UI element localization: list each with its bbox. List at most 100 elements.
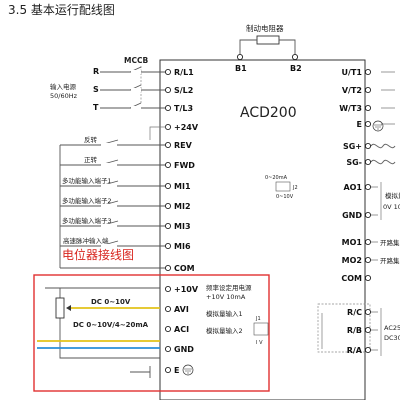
terminal-right-v-t2	[364, 86, 372, 94]
terminal-right-label-r-c: R/C	[347, 308, 362, 317]
terminal-t-l3	[164, 104, 172, 112]
terminal-right-label-u-t1: U/T1	[342, 68, 363, 77]
terminal-right-sg	[364, 158, 372, 166]
j2-label-c: 0~10V	[276, 194, 294, 200]
terminal-label-com: COM	[174, 264, 195, 273]
ao1-output-wires	[366, 186, 378, 216]
power-input-label-1: 输入电源	[50, 82, 77, 91]
terminal-s-l2	[164, 86, 172, 94]
potentiometer-title: 电位器接线图	[62, 247, 134, 262]
mi6-label: 高速脉冲输入端	[63, 236, 109, 245]
power-letter-s: S	[93, 85, 99, 94]
mccb-gap-1	[131, 70, 141, 74]
j2-jumper	[275, 181, 291, 192]
right-terminal-group: U/T1V/T2W/T3ESG+SG-AO1GNDMO1MO2COMR/CR/B…	[339, 68, 372, 355]
terminal-mi2	[164, 202, 172, 210]
terminal-right-w-t3	[364, 104, 372, 112]
terminal-right-sg	[364, 142, 372, 150]
j1-sub-label: I V	[256, 340, 263, 346]
mi1-label: 多功能输入端子1	[62, 176, 112, 185]
avi-signal-label: DC 0~10V	[91, 298, 131, 306]
plus10v-note-2: +10V 10mA	[206, 293, 246, 301]
terminal-label-mi3: MI3	[174, 222, 191, 231]
open-collector-label-1: 开路集	[380, 238, 400, 247]
terminal-right-label-mo2: MO2	[342, 256, 362, 265]
analog-out-label-1: 模拟量	[385, 191, 400, 200]
model-label: ACD200	[240, 105, 297, 121]
motor-output-wires	[381, 71, 395, 125]
mccb-gap-2	[131, 88, 141, 92]
terminal-right-mo2	[364, 256, 372, 264]
terminal-label-mi1: MI1	[174, 182, 191, 191]
terminal-right-label-e: E	[357, 120, 362, 129]
fwd-label: 正转	[84, 155, 98, 164]
terminal-right-u-t1	[364, 68, 372, 76]
brake-resistor-symbol	[256, 35, 280, 45]
aci-signal-label: DC 0~10V/4~20mA	[73, 321, 149, 329]
terminal-right-com	[364, 274, 372, 282]
terminal-label-s-l2: S/L2	[174, 86, 193, 95]
j2-label-a: 0~20mA	[265, 175, 288, 181]
terminal-avi	[164, 305, 172, 313]
terminal-e	[164, 366, 172, 374]
terminal-right-label-v-t2: V/T2	[342, 86, 362, 95]
terminal-mi6	[164, 242, 172, 250]
terminal-label-fwd: FWD	[174, 161, 195, 170]
ground-symbol-right	[372, 120, 384, 132]
potentiometer-highlight-box	[33, 274, 270, 392]
terminal-label-avi: AVI	[174, 305, 189, 314]
terminal-mi1	[164, 182, 172, 190]
ground-symbol-left	[182, 364, 194, 376]
terminal-label-24v: +24V	[174, 123, 199, 132]
sg-twisted-pair-1	[370, 143, 396, 149]
terminal-b2	[291, 53, 299, 61]
terminal-right-label-mo1: MO1	[342, 238, 363, 247]
analog-out-label-2: 0V 10	[383, 203, 400, 211]
e-ground-wire	[130, 366, 151, 378]
terminal-right-label-w-t3: W/T3	[339, 104, 362, 113]
j1-label: J1	[255, 316, 261, 322]
terminal-com	[164, 264, 172, 272]
j2-label-b: J2	[292, 185, 298, 191]
pot-wiper-arrow	[66, 305, 71, 311]
terminal-r-l1	[164, 68, 172, 76]
terminal-gnd	[164, 345, 172, 353]
relay-spec-2: DC30	[384, 334, 400, 342]
terminal-10v	[164, 285, 172, 293]
input-gap-mi1	[101, 184, 117, 188]
input-gap-mi3	[101, 224, 117, 228]
relay-spec-1: AC25	[384, 324, 400, 332]
brake-resistor-label: 制动电阻器	[246, 23, 284, 33]
mi3-label: 多功能输入端子3	[62, 216, 112, 225]
input-gap-rev	[101, 143, 117, 147]
power-letter-t: T	[93, 103, 99, 112]
terminal-right-ao1	[364, 183, 372, 191]
terminal-right-label-sg: SG-	[346, 158, 362, 167]
terminal-label-mi6: MI6	[174, 242, 191, 251]
terminal-right-gnd	[364, 211, 372, 219]
terminal-right-label-com: COM	[341, 274, 362, 283]
terminal-label-e: E	[174, 366, 179, 375]
mi2-label: 多功能输入端子2	[62, 196, 112, 205]
ground-symbol-right-lines	[374, 124, 382, 130]
input-gap-mi2	[101, 204, 117, 208]
terminal-right-mo1	[364, 238, 372, 246]
terminal-right-r-c	[364, 308, 372, 316]
terminal-right-label-ao1: AO1	[343, 183, 362, 192]
terminal-label-10v: +10V	[174, 285, 199, 294]
relay-contact-box	[317, 303, 371, 353]
terminal-right-label-gnd: GND	[342, 211, 362, 220]
left-terminal-group: R/L1S/L2T/L3+24VREVFWDMI1MI2MI3MI6COM+10…	[59, 66, 199, 375]
terminal-b1	[236, 53, 244, 61]
terminal-right-r-a	[364, 346, 372, 354]
terminal-b2-label: B2	[290, 64, 302, 73]
mccb-label: MCCB	[124, 56, 148, 65]
terminal-right-label-r-b: R/B	[347, 326, 362, 335]
terminal-label-mi2: MI2	[174, 202, 191, 211]
potentiometer-symbol	[55, 297, 65, 319]
terminal-aci	[164, 325, 172, 333]
input-gap-mi6	[101, 244, 117, 248]
aci-note: 模拟量输入2	[206, 326, 243, 335]
